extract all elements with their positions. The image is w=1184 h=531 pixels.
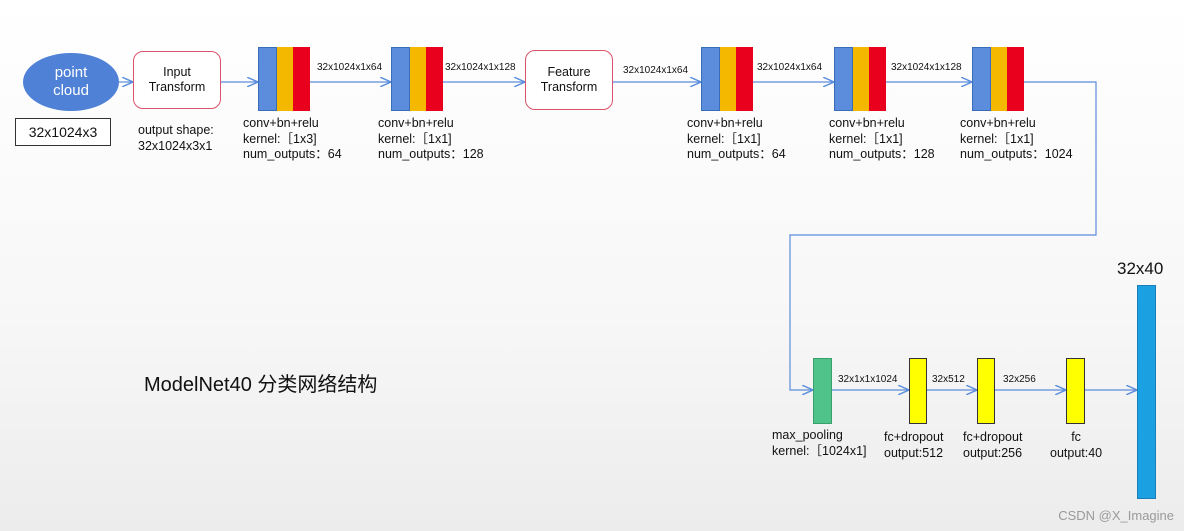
conv-block-3 [701,47,754,111]
fc-dropout-512-caption: fc+dropout output:512 [884,430,944,460]
input-transform-caption: output shape: 32x1024x3x1 [138,123,214,153]
conv-block-2-caption: conv+bn+relu kernel:［1x1] num_outputs：12… [378,116,484,161]
relu-layer [869,47,887,111]
edge-label-conv2-out: 32x1024x1x128 [445,62,516,73]
edge-label-conv3-out: 32x1024x1x64 [757,62,823,73]
fc-40-caption: fc output:40 [1050,430,1103,460]
edge-label-feature-out: 32x1024x1x64 [623,65,689,76]
bn-layer [990,47,1008,111]
conv-layer [701,47,720,111]
relu-layer [736,47,754,111]
conv-block-3-caption: conv+bn+relu kernel:［1x1] num_outputs：64 [687,116,786,161]
edge-label-maxpool-out: 32x1x1x1024 [838,374,898,385]
input-transform-label: Input Transform [148,65,206,94]
conv-block-1 [258,47,311,111]
fc-dropout-256-block [977,358,995,424]
relu-layer [1007,47,1025,111]
arrow-conv5-to-maxpool [789,81,1097,390]
conv-block-2 [391,47,444,111]
conv-layer [258,47,277,111]
conv-block-1-caption: conv+bn+relu kernel:［1x3] num_outputs：64 [243,116,342,161]
fc-dropout-512-block [909,358,927,424]
point-cloud-label: point cloud [53,64,89,99]
output-shape-label: 32x40 [1117,259,1164,278]
feature-transform-label: Feature Transform [540,65,598,94]
relu-layer [293,47,311,111]
conv-block-4-caption: conv+bn+relu kernel:［1x1] num_outputs：12… [829,116,935,161]
edge-label-conv1-out: 32x1024x1x64 [317,62,383,73]
bn-layer [719,47,737,111]
conv-block-5 [972,47,1025,111]
fc-dropout-256-caption: fc+dropout output:256 [963,430,1023,460]
edge-label-fc1-out: 32x512 [932,374,965,385]
point-cloud-node: point cloud [23,53,119,111]
output-block [1137,285,1156,499]
input-shape-label: 32x1024x3 [28,124,98,140]
conv-layer [391,47,410,111]
watermark: CSDN @X_Imagine [1058,508,1174,523]
bn-layer [409,47,427,111]
conv-layer [972,47,991,111]
input-shape-box: 32x1024x3 [15,118,111,146]
conv-layer [834,47,853,111]
bn-layer [852,47,870,111]
max-pooling-caption: max_pooling kernel:［1024x1] [772,428,867,458]
feature-transform-node: Feature Transform [525,50,613,110]
edge-label-fc2-out: 32x256 [1003,374,1036,385]
edge-label-conv4-out: 32x1024x1x128 [891,62,962,73]
conv-block-4 [834,47,887,111]
input-transform-node: Input Transform [133,51,221,109]
max-pooling-block [813,358,832,424]
diagram-title: ModelNet40 分类网络结构 [144,374,378,396]
bn-layer [276,47,294,111]
fc-40-block [1066,358,1085,424]
conv-block-5-caption: conv+bn+relu kernel:［1x1] num_outputs：10… [960,116,1073,161]
relu-layer [426,47,444,111]
